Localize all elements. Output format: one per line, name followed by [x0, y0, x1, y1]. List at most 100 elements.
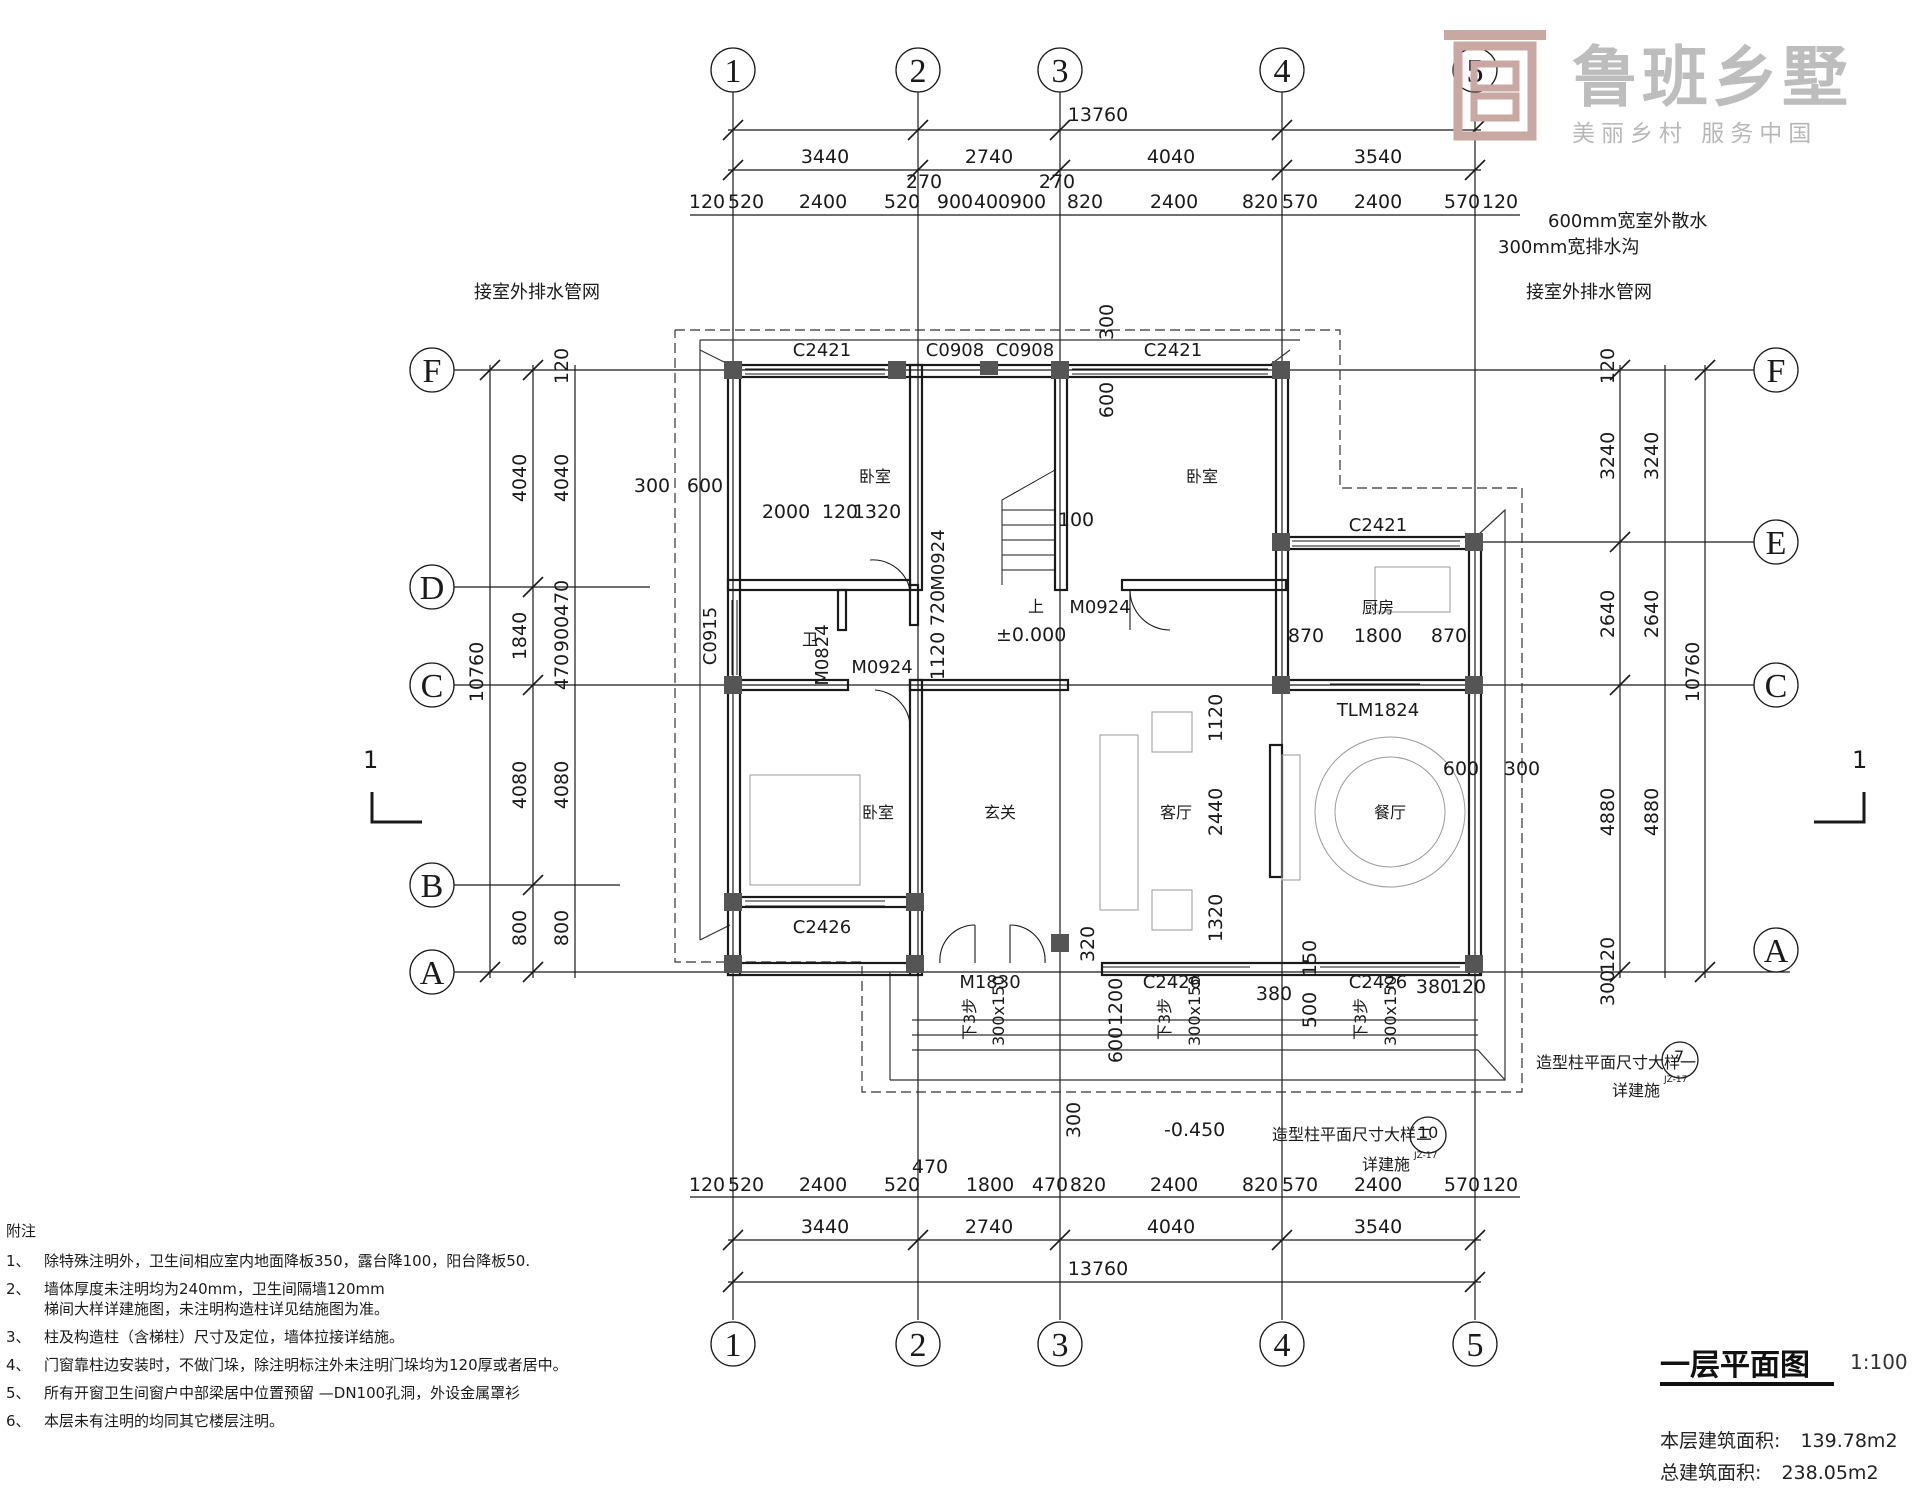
door-label-m0824: M0824 — [812, 624, 833, 685]
dim-misc-380-b: 380 — [1416, 976, 1452, 998]
note-item: 6、 本层未有注明的均同其它楼层注明。 — [6, 1411, 626, 1431]
dim-top-detail-8: 820 — [1067, 191, 1103, 213]
window-label-c2421-f-left: C2421 — [793, 340, 851, 361]
dim-left-detail-6: 4080 — [551, 761, 573, 809]
stair-up-label: 上 — [1028, 597, 1044, 616]
axis-label-d-left: D — [420, 570, 445, 607]
dim-top-detail-14: 120 — [1482, 191, 1518, 213]
dim-misc-720: 720 — [927, 590, 949, 626]
window-label-c2421-e: C2421 — [1349, 515, 1407, 536]
total-area-label: 总建筑面积: — [1660, 1462, 1762, 1484]
dim-misc-2440: 2440 — [1205, 788, 1227, 836]
window-label-c0915: C0915 — [700, 607, 721, 665]
dim-top-detail-3: 2400 — [799, 191, 847, 213]
room-label-dining: 餐厅 — [1374, 803, 1406, 822]
dim-right-detail-5: 120 — [1597, 937, 1619, 973]
dim-bottom-bay-1: 3440 — [801, 1216, 849, 1238]
dim-misc-1120-v: 1120 — [927, 632, 949, 680]
step-note-mid: 下3步 — [1155, 998, 1174, 1040]
note-number: 5、 — [6, 1384, 31, 1402]
detail-two-label: 造型柱平面尺寸大样二 — [1272, 1125, 1432, 1144]
dim-misc-320: 320 — [1077, 926, 1099, 962]
note-number: 4、 — [6, 1356, 31, 1374]
general-notes: 附注 1、 除特殊注明外，卫生间相应室内地面降板350，露台降100，阳台降板5… — [6, 1220, 626, 1439]
door-label-tlm1824: TLM1824 — [1336, 700, 1419, 721]
note-item: 4、 门窗靠柱边安装时，不做门垛，除注明标注外未注明门垛均为120厚或者居中。 — [6, 1355, 626, 1375]
dim-right-bay-4: 300 — [1597, 970, 1619, 1006]
dim-right-bay-3: 4880 — [1641, 788, 1663, 836]
axis-label-4-top: 4 — [1274, 53, 1291, 90]
dim-top-detail-9: 2400 — [1150, 191, 1198, 213]
window-label-c2426-a-mid: C2426 — [1143, 972, 1201, 993]
dim-top-detail-1: 120 — [689, 191, 725, 213]
axis-label-3-top: 3 — [1052, 53, 1069, 90]
dim-misc-600-right: 600 — [1443, 758, 1479, 780]
dim-right-bay-2: 2640 — [1641, 590, 1663, 638]
step-note-right: 下3步 — [1351, 998, 1370, 1040]
note-item: 1、 除特殊注明外，卫生间相应室内地面降板350，露台降100，阳台降板50. — [6, 1251, 626, 1271]
dim-left-bay-4: 800 — [509, 910, 531, 946]
dim-left-detail-7: 800 — [551, 910, 573, 946]
dim-top-detail-5: 900 — [937, 191, 973, 213]
dim-top-bay-3: 4040 — [1147, 146, 1195, 168]
step-size-left: 300x150 — [989, 975, 1008, 1046]
axis-label-1-top: 1 — [725, 53, 742, 90]
dim-right-total: 10760 — [1682, 642, 1704, 702]
dim-top-detail-4: 520 — [884, 191, 920, 213]
step-size-mid: 300x150 — [1185, 975, 1204, 1046]
dim-left-detail-2: 4040 — [551, 454, 573, 502]
dim-misc-600-f: 600 — [1096, 382, 1118, 418]
axis-label-c-right: C — [1765, 668, 1788, 705]
dim-left-detail-4: 900 — [551, 616, 573, 652]
apron-note: 600mm宽室外散水 — [1548, 211, 1707, 232]
dim-top-detail-2: 520 — [728, 191, 764, 213]
room-label-bedroom-nw: 卧室 — [859, 467, 891, 486]
dim-misc-120: 120 — [822, 501, 858, 523]
dim-bottom-detail-12: 570 — [1444, 1174, 1480, 1196]
room-label-bedroom-sw: 卧室 — [862, 803, 894, 822]
total-area-value: 238.05m2 — [1781, 1462, 1879, 1484]
dim-bottom-detail-2: 520 — [728, 1174, 764, 1196]
window-label-c0908-b: C0908 — [996, 340, 1054, 361]
dim-bottom-detail-1: 120 — [689, 1174, 725, 1196]
detail-two-sheet: JZ-17 — [1413, 1151, 1437, 1161]
dim-misc-100: 100 — [1058, 509, 1094, 531]
axis-label-b-left: B — [421, 868, 444, 905]
section-mark-left: 1 — [363, 746, 378, 774]
dim-bottom-detail-4: 520 — [884, 1174, 920, 1196]
total-area-row: 总建筑面积: 238.05m2 — [1660, 1458, 1879, 1485]
step-size-right: 300x150 — [1381, 975, 1400, 1046]
dim-misc-600-porch: 600 — [1105, 1027, 1127, 1063]
dim-top-extra-2: 270 — [1039, 171, 1075, 193]
pipe-note-left: 接室外排水管网 — [474, 282, 600, 303]
dim-misc-600-left: 600 — [687, 475, 723, 497]
dim-top-detail-7: 900 — [1010, 191, 1046, 213]
level-outside: -0.450 — [1164, 1119, 1225, 1141]
drain-note: 300mm宽排水沟 — [1498, 237, 1639, 258]
dim-misc-1320-living: 1320 — [1205, 894, 1227, 942]
title-underline — [1660, 1382, 1834, 1386]
dim-left-total: 10760 — [466, 642, 488, 702]
logo-emblem-icon — [1444, 30, 1546, 141]
note-text: 除特殊注明外，卫生间相应室内地面降板350，露台降100，阳台降板50. — [44, 1252, 531, 1270]
dim-bottom-detail-3: 2400 — [799, 1174, 847, 1196]
note-item: 3、 柱及构造柱（含梯柱）尺寸及定位，墙体拉接详结施。 — [6, 1327, 626, 1347]
dim-misc-1800: 1800 — [1354, 625, 1402, 647]
floor-area-value: 139.78m2 — [1800, 1430, 1898, 1452]
dim-misc-300-porch: 300 — [1063, 1102, 1085, 1138]
dim-bottom-detail-11: 2400 — [1354, 1174, 1402, 1196]
window-label-c0908-a: C0908 — [926, 340, 984, 361]
axis-label-a-right: A — [1764, 933, 1789, 970]
dim-misc-120-b: 120 — [1450, 976, 1486, 998]
door-label-m0924-b: M0924 — [1069, 597, 1130, 618]
dim-top-detail-6: 400 — [974, 191, 1010, 213]
logo-name: 鲁班乡墅 — [1572, 39, 1852, 116]
note-text: 门窗靠柱边安装时，不做门垛，除注明标注外未注明门垛均为120厚或者居中。 — [44, 1356, 568, 1374]
dim-left-detail-5: 470 — [551, 654, 573, 690]
axis-label-e-right: E — [1766, 525, 1787, 562]
window-label-c2426-b: C2426 — [793, 917, 851, 938]
note-number: 1、 — [6, 1252, 31, 1270]
axis-label-2-top: 2 — [910, 53, 927, 90]
note-item: 5、 所有开窗卫生间窗户中部梁居中位置预留 —DN100孔洞，外设金属罩衫 — [6, 1383, 626, 1403]
